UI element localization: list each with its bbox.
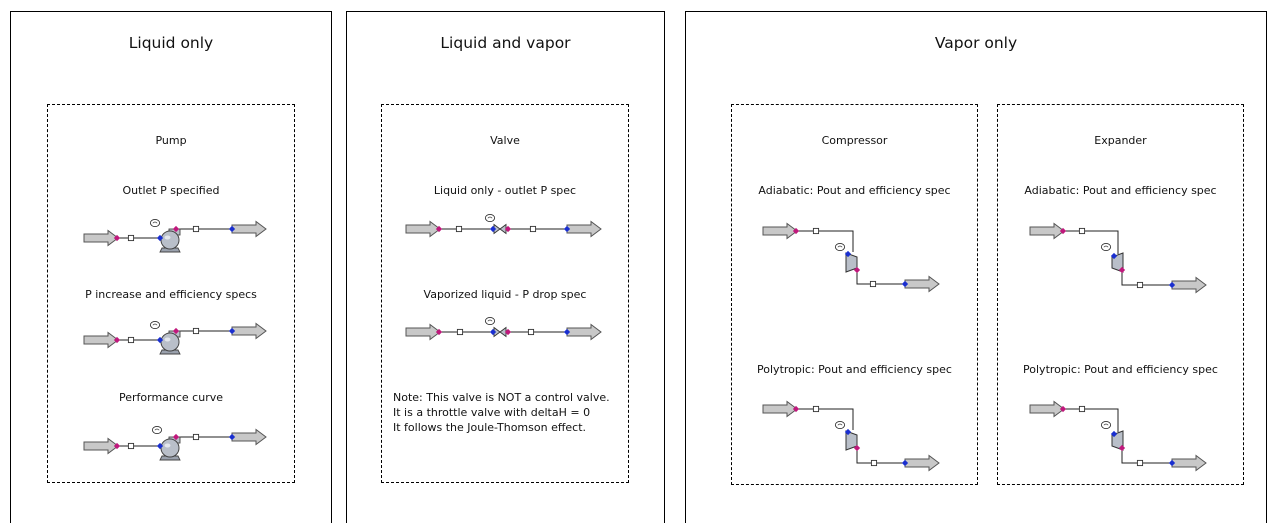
expander-flowsheet-polytropic [1029,401,1207,471]
compressor-flowsheet-adiabatic [762,223,940,292]
panel-title: Liquid and vapor [440,34,571,52]
panel-liquid-and-vapor: Liquid and vapor [346,11,665,523]
calculator-badge-icon [1100,420,1112,430]
stream-arrow-icon [405,324,441,340]
valve-note-line: It follows the Joule-Thomson effect. [393,421,587,434]
stream-arrow-icon [83,332,119,348]
stream-arrow-icon [405,221,441,237]
pump-flowsheet-p-increase [83,320,267,355]
valve-case-label: Liquid only - outlet P spec [433,184,577,197]
pump-case-label: P increase and efficiency specs [85,288,257,301]
stream-arrow-icon [762,223,798,239]
stream-arrow-icon [566,221,602,237]
valve-group-box [381,104,629,483]
pump-icon [159,436,181,461]
pump-flowsheet-outlet-p [83,218,267,253]
calculator-badge-icon [484,213,496,223]
calculator-badge-icon [1100,242,1112,252]
compressor-flowsheet-polytropic [762,401,940,471]
valve-note-line: Note: This valve is NOT a control valve. [393,391,610,404]
calculator-badge-icon [834,242,846,252]
valve-box-title: Valve [490,134,520,147]
stream-arrow-icon [904,276,940,292]
stream-arrow-icon [83,230,119,246]
valve-flowsheet-liquid-only [405,213,602,237]
compressor-box-title: Compressor [821,134,888,147]
pump-icon [159,330,181,355]
stream-arrow-icon [904,455,940,471]
valve-note-line: It is a throttle valve with deltaH = 0 [393,406,591,419]
stream-arrow-icon [566,324,602,340]
valve-flowsheet-vaporized-liquid [405,316,602,340]
expander-case-label: Polytropic: Pout and efficiency spec [1023,363,1218,376]
valve-case-label: Vaporized liquid - P drop spec [423,288,587,301]
compressor-case-label: Polytropic: Pout and efficiency spec [757,363,952,376]
compressor-case-label: Adiabatic: Pout and efficiency spec [758,184,951,197]
pump-case-label: Performance curve [118,391,224,404]
stream-arrow-icon [1171,277,1207,293]
expander-box-title: Expander [1094,134,1147,147]
panel-title: Liquid only [128,34,214,52]
panel-title: Vapor only [934,34,1018,52]
panel-vapor-only: Vapor only [685,11,1267,523]
expander-case-label: Adiabatic: Pout and efficiency spec [1024,184,1217,197]
expander-flowsheet-adiabatic [1029,223,1207,293]
expander-group-box [997,104,1244,485]
stream-arrow-icon [762,401,798,417]
pump-group-box [47,104,295,483]
stream-arrow-icon [1171,455,1207,471]
pump-case-label: Outlet P specified [122,184,220,197]
pump-box-title: Pump [155,134,187,147]
calculator-badge-icon [484,316,496,326]
stream-arrow-icon [231,429,267,445]
stream-arrow-icon [83,438,119,454]
stream-arrow-icon [231,323,267,339]
calculator-badge-icon [151,425,163,435]
compressor-group-box [731,104,978,485]
stream-arrow-icon [1029,223,1065,239]
stream-arrow-icon [1029,401,1065,417]
pump-icon [159,228,181,253]
calculator-badge-icon [149,218,161,228]
pump-flowsheet-performance-curve [83,425,267,461]
calculator-badge-icon [834,420,846,430]
calculator-badge-icon [149,320,161,330]
stream-arrow-icon [231,221,267,237]
